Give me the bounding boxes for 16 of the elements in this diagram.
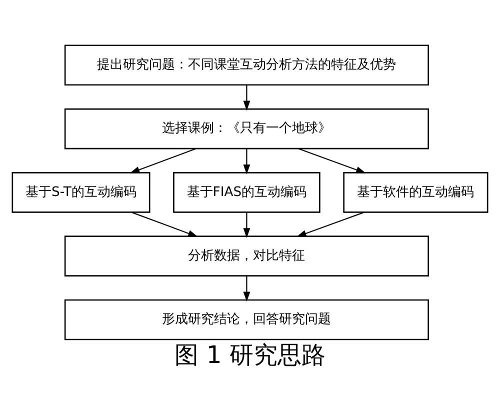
arrow — [296, 211, 364, 236]
node-box: 选择课例：《只有一个地球》 — [64, 108, 429, 149]
node-box: 提出研究问题：不同课堂互动分析方法的特征及优势 — [64, 44, 429, 86]
node-box: 基于S-T的互动编码 — [12, 172, 150, 212]
arrow — [243, 84, 250, 110]
arrow — [131, 211, 198, 236]
node-box: 形成研究结论，回答研究问题 — [64, 298, 429, 340]
arrow — [243, 275, 250, 302]
node-box: 分析数据，对比特征 — [64, 235, 429, 276]
arrow — [243, 212, 250, 238]
arrow — [298, 148, 366, 173]
arrow — [243, 148, 250, 174]
node-box: 基于软件的互动编码 — [343, 172, 488, 212]
caption: 图 1 研究思路 — [174, 340, 326, 369]
arrow — [130, 148, 196, 173]
node-box: 基于FIAS的互动编码 — [173, 172, 320, 212]
